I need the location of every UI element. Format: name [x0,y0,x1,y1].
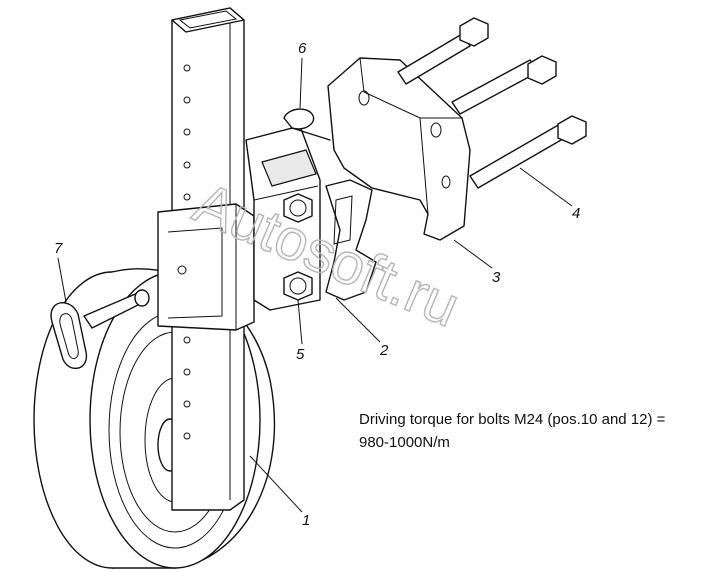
lock-pin [50,289,150,369]
label-2: 2 [379,342,389,359]
label-1: 1 [302,512,310,529]
label-7: 7 [54,240,63,257]
label-4: 4 [572,205,580,222]
label-3: 3 [492,269,501,286]
label-6: 6 [298,40,307,57]
cotter-pin [283,108,331,141]
long-bolts [397,17,587,189]
sleeve [157,203,255,331]
torque-note-line-2: 980-1000N/m [359,434,450,451]
torque-note-line-1: Driving torque for bolts M24 (pos.10 and… [359,411,666,428]
bracket [245,125,377,311]
torque-note: Driving torque for bolts M24 (pos.10 and… [359,408,665,454]
label-5: 5 [296,346,305,363]
callouts: 1 2 3 4 5 6 7 [54,40,580,529]
nuts [283,193,313,301]
